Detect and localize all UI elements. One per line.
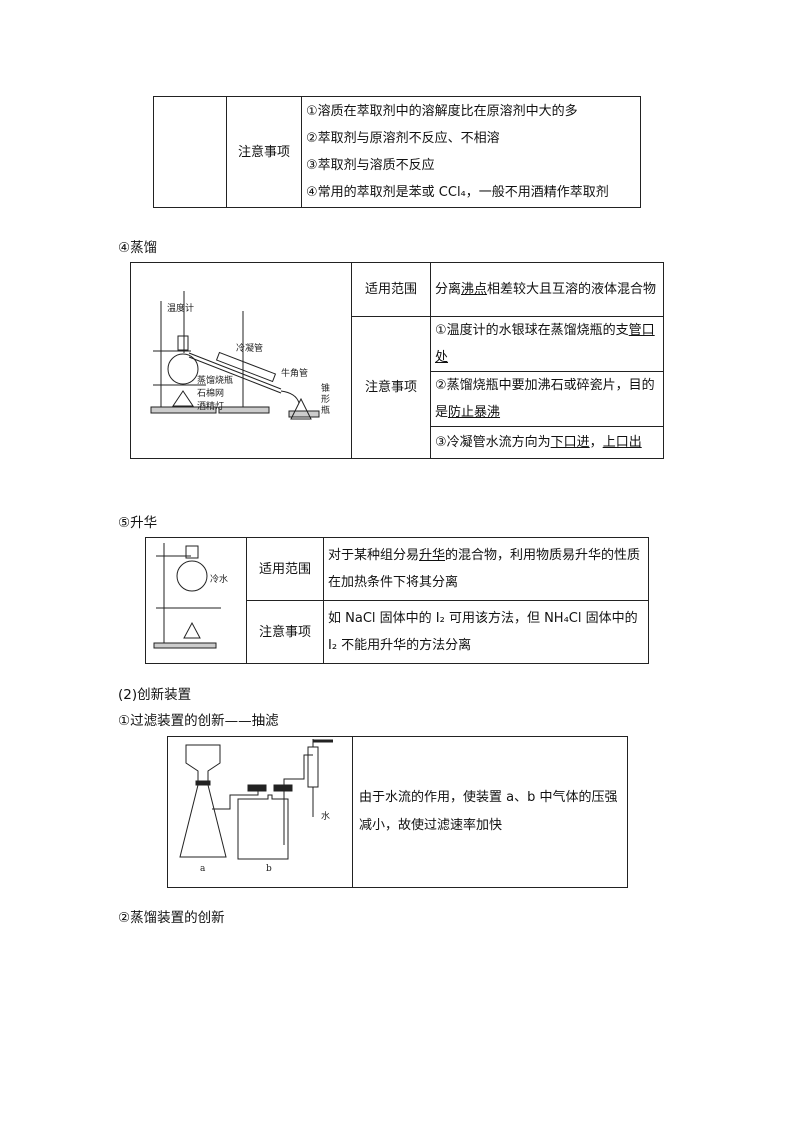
filter-explanation: 由于水流的作用，使装置 a、b 中气体的压强减小，故使过滤速率加快 xyxy=(352,736,628,888)
svg-text:牛角管: 牛角管 xyxy=(281,367,308,379)
heading-distillation: ④蒸馏 xyxy=(118,240,158,256)
svg-text:a: a xyxy=(200,864,206,874)
heading-innovation: (2)创新装置 xyxy=(118,687,192,703)
scope-label: 适用范围 xyxy=(351,262,431,317)
scope-label: 适用范围 xyxy=(246,537,324,601)
suction-filtration-figure: a b 水 xyxy=(179,739,333,874)
sublimation-apparatus-figure: 冷水 xyxy=(153,543,228,649)
heading-sublimation: ⑤升华 xyxy=(118,515,158,531)
subheading-distillation-innovation: ②蒸馏装置的创新 xyxy=(118,910,225,926)
note-2: ②蒸馏烧瓶中要加沸石或碎瓷片，目的是防止暴沸 xyxy=(430,371,664,427)
notes-label: 注意事项 xyxy=(246,600,324,664)
empty-cell xyxy=(153,96,227,208)
note-item: ④常用的萃取剂是苯或 CCl₄，一般不用酒精作萃取剂 xyxy=(306,185,609,200)
scope-text: 对于某种组分易升华的混合物，利用物质易升华的性质在加热条件下将其分离 xyxy=(323,537,649,601)
sublimation-table: 冷水 适用范围 对于某种组分易升华的混合物，利用物质易升华的性质在加热条件下将其… xyxy=(145,537,649,664)
svg-text:冷水: 冷水 xyxy=(210,573,228,585)
svg-text:冷凝管: 冷凝管 xyxy=(236,342,263,354)
notes-label: 注意事项 xyxy=(351,316,431,459)
note-3: ③冷凝管水流方向为下口进，上口出 xyxy=(430,426,664,459)
svg-text:石棉网: 石棉网 xyxy=(197,387,224,399)
note-item: ③萃取剂与溶质不反应 xyxy=(306,158,435,173)
svg-text:蒸馏烧瓶: 蒸馏烧瓶 xyxy=(197,374,233,386)
notes-text: 如 NaCl 固体中的 I₂ 可用该方法，但 NH₄Cl 固体中的 I₂ 不能用… xyxy=(323,600,649,664)
distillation-figure-cell: 温度计 冷凝管 牛角管 蒸馏烧瓶 石棉网 酒精灯 锥 形 瓶 xyxy=(130,262,352,459)
filter-figure-cell: a b 水 xyxy=(167,736,353,888)
svg-text:瓶: 瓶 xyxy=(321,404,330,416)
svg-text:水: 水 xyxy=(321,810,330,822)
svg-text:温度计: 温度计 xyxy=(167,302,194,314)
svg-text:形: 形 xyxy=(321,393,330,405)
scope-text: 分离沸点相差较大且互溶的液体混合物 xyxy=(430,262,664,317)
sublimation-figure-cell: 冷水 xyxy=(145,537,247,664)
distillation-table: 温度计 冷凝管 牛角管 蒸馏烧瓶 石棉网 酒精灯 锥 形 瓶 适用范围 分离沸点… xyxy=(130,262,664,459)
extraction-notes-table: 注意事项 ①溶质在萃取剂中的溶解度比在原溶剂中大的多 ②萃取剂与原溶剂不反应、不… xyxy=(153,96,641,208)
svg-text:锥: 锥 xyxy=(321,382,330,394)
distillation-apparatus-figure: 温度计 冷凝管 牛角管 蒸馏烧瓶 石棉网 酒精灯 锥 形 瓶 xyxy=(150,290,330,419)
note-item: ①溶质在萃取剂中的溶解度比在原溶剂中大的多 xyxy=(306,104,578,119)
svg-text:酒精灯: 酒精灯 xyxy=(197,400,224,412)
note-item: ②萃取剂与原溶剂不反应、不相溶 xyxy=(306,131,500,146)
svg-text:b: b xyxy=(266,864,272,874)
notes-label: 注意事项 xyxy=(226,96,302,208)
subheading-suction-filtration: ①过滤装置的创新——抽滤 xyxy=(118,713,279,729)
note-1: ①温度计的水银球在蒸馏烧瓶的支管口处 xyxy=(430,316,664,372)
suction-filtration-table: a b 水 由于水流的作用，使装置 a、b 中气体的压强减小，故使过滤速率加快 xyxy=(167,736,628,888)
